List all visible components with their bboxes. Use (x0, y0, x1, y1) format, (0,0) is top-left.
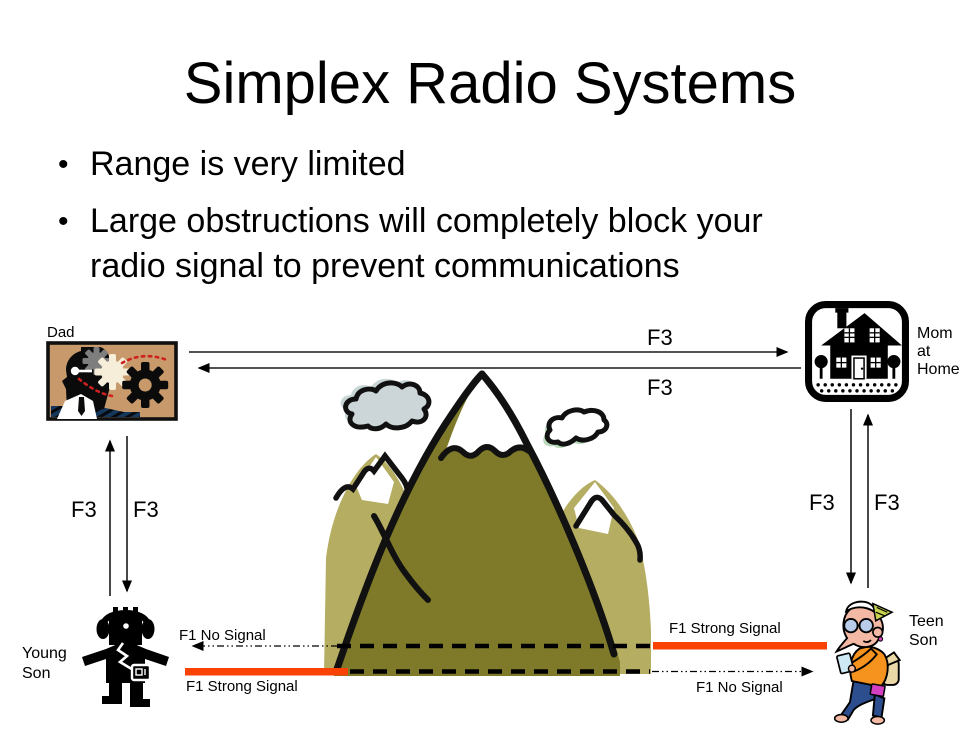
foot (870, 715, 886, 725)
smile (862, 639, 872, 643)
dad-label: Dad (47, 324, 75, 341)
peak-fold-line (371, 513, 431, 603)
tree-icon (814, 355, 828, 369)
f3-label-right-down: F3 (809, 490, 835, 515)
f3-label-left-up: F3 (71, 497, 97, 522)
ridge-outline (573, 494, 643, 563)
monocle-icon (70, 366, 80, 376)
shirt (57, 394, 97, 419)
gear-icon (122, 362, 169, 408)
f3-label-left-down: F3 (133, 497, 159, 522)
radio-icon (130, 663, 152, 682)
roof (821, 313, 902, 346)
boy-headphones-radio-clipart (82, 607, 169, 707)
window (836, 357, 847, 368)
glasses-icon (843, 617, 874, 634)
snow-patch (356, 457, 394, 504)
cloud-icon (543, 407, 610, 449)
ground-dots (816, 383, 898, 393)
chimney (837, 311, 847, 329)
bullet-item: • Range is very limited (58, 142, 888, 187)
f1-strong-signal-label-right: F1 Strong Signal (669, 620, 781, 637)
f3-label-right-up: F3 (874, 490, 900, 515)
snow-patch (574, 482, 614, 534)
tie (78, 397, 85, 416)
hand (847, 664, 857, 673)
mountain-clipart (324, 370, 651, 676)
ear (872, 626, 884, 638)
foot (833, 713, 849, 723)
cloud-icon (340, 378, 432, 432)
door (851, 355, 867, 380)
dormer-window (869, 328, 880, 343)
young-son-label: Young Son (22, 645, 67, 682)
pocket (869, 683, 886, 698)
dotted-arc (120, 354, 169, 365)
mountain-main-peak (334, 374, 620, 676)
f3-label-top-return: F3 (647, 375, 673, 400)
eye (123, 623, 129, 629)
bullet-dot-icon: • (58, 148, 69, 181)
f3-label-top-forward: F3 (647, 325, 673, 350)
house-icon (805, 301, 909, 402)
boy-body (82, 643, 169, 683)
bullet-dot-icon: • (58, 205, 69, 239)
f1-no-signal-label-right: F1 No Signal (696, 679, 783, 696)
dotted-arc (77, 377, 114, 398)
gear-icon (94, 354, 131, 390)
f1-no-signal-label-left: F1 No Signal (179, 627, 266, 644)
peak-right-edge (478, 370, 618, 658)
dormer-window (844, 328, 855, 343)
bullet-item: • Large obstructions will completely blo… (58, 199, 888, 289)
snow-cap (444, 374, 531, 456)
teen-with-phone-clipart (833, 600, 902, 725)
tree-icon (887, 355, 901, 369)
hair (871, 602, 894, 622)
mom-label: Mom at Home (917, 325, 960, 378)
bullet-text: Range is very limited (90, 145, 406, 183)
dad-thinking-gears-clipart (46, 341, 178, 421)
signal-lines-overlay (105, 347, 873, 677)
f1-strong-signal-label-left: F1 Strong Signal (186, 678, 298, 695)
bullet-text: Large obstructions will completely block… (90, 202, 763, 286)
f1-lower-strong-bar (185, 668, 348, 676)
peak-left-edge (332, 370, 486, 676)
f1-upper-strong-bar (653, 642, 827, 650)
bullet-list: • Range is very limited • Large obstruct… (58, 142, 888, 302)
earring (877, 636, 884, 642)
teen-son-label: Teen Son (909, 613, 944, 649)
page-title: Simplex Radio Systems (183, 51, 797, 116)
gear-icon (82, 347, 111, 375)
window (870, 357, 881, 368)
snow-line (438, 444, 532, 461)
